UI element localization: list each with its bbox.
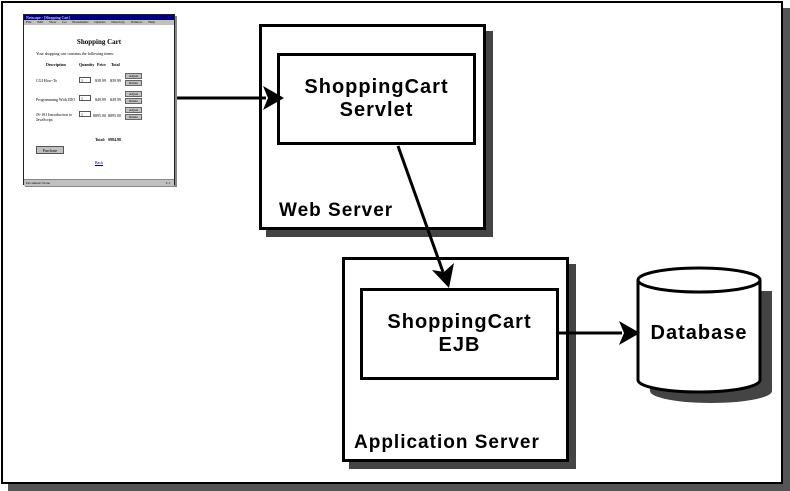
menu-item[interactable]: Options — [94, 20, 106, 24]
column-header-quantity: Quantity — [79, 62, 95, 67]
browser-window-thumbnail: Netscape - [Shopping Cart] File Edit Vie… — [23, 14, 175, 186]
edge-ejb-to-database — [559, 321, 640, 345]
status-text: Document: Done — [26, 181, 51, 185]
cart-row-price: $39.99 — [95, 78, 106, 83]
cart-row-total: $895.00 — [108, 113, 121, 118]
cart-row-price: $895.00 — [93, 113, 106, 118]
menu-item[interactable]: Edit — [37, 20, 44, 24]
cart-total-label: Total: — [95, 137, 106, 142]
menu-item[interactable]: Go — [62, 20, 67, 24]
cart-row-description: CGI How-To — [36, 78, 58, 83]
purchase-button[interactable]: Purchase — [36, 146, 64, 154]
cart-intro-text: Your shopping cart contains the followin… — [36, 51, 115, 56]
menu-item[interactable]: Bookmarks — [72, 20, 89, 24]
quantity-field[interactable]: 1 — [79, 95, 91, 101]
menu-item[interactable]: Directory — [111, 20, 125, 24]
cart-total-value: $984.98 — [108, 137, 121, 142]
adjust-button[interactable]: Adjust — [125, 107, 142, 113]
shoppingcart-ejb-node: ShoppingCart EJB — [360, 288, 559, 380]
shoppingcart-servlet-node: ShoppingCart Servlet — [277, 53, 476, 145]
cart-row-price: $49.99 — [95, 97, 106, 102]
edge-servlet-to-ejb — [396, 145, 454, 288]
database-cylinder — [636, 266, 772, 403]
quantity-field[interactable]: 1 — [79, 77, 91, 83]
browser-title-bar: Netscape - [Shopping Cart] — [24, 15, 174, 20]
adjust-button[interactable]: Adjust — [125, 73, 142, 79]
cart-row-description: JS-101 Introduction to JavaScript — [36, 112, 72, 122]
cart-row-description: Programming With JDO — [36, 97, 76, 102]
menu-item[interactable]: File — [26, 20, 32, 24]
delete-button[interactable]: Delete — [125, 98, 142, 104]
menu-item[interactable]: Window — [130, 20, 143, 24]
edge-browser-to-servlet — [177, 86, 284, 110]
cart-page-title: Shopping Cart — [76, 38, 122, 46]
application-server-label: Application Server — [354, 432, 540, 453]
menu-item[interactable]: View — [48, 20, 57, 24]
delete-button[interactable]: Delete — [125, 80, 142, 86]
cart-row-total: $49.99 — [110, 97, 121, 102]
status-indicator: 1:1 — [165, 181, 170, 185]
browser-menu-bar: File Edit View Go Bookmarks Options Dire… — [24, 20, 174, 25]
adjust-button[interactable]: Adjust — [125, 91, 142, 97]
quantity-field[interactable]: 1 — [79, 111, 91, 117]
column-header-description: Description — [46, 62, 66, 67]
web-server-label: Web Server — [279, 200, 394, 221]
back-link[interactable]: Back — [94, 160, 104, 165]
database-label: Database — [651, 322, 748, 344]
browser-status-bar: Document: Done 1:1 — [24, 179, 174, 186]
delete-button[interactable]: Delete — [125, 114, 142, 120]
column-header-total: Total — [111, 62, 120, 67]
column-header-price: Price — [97, 62, 106, 67]
browser-page: Shopping Cart Your shopping cart contain… — [24, 25, 174, 179]
cart-row-total: $39.99 — [110, 78, 121, 83]
menu-item[interactable]: Help — [148, 20, 156, 24]
